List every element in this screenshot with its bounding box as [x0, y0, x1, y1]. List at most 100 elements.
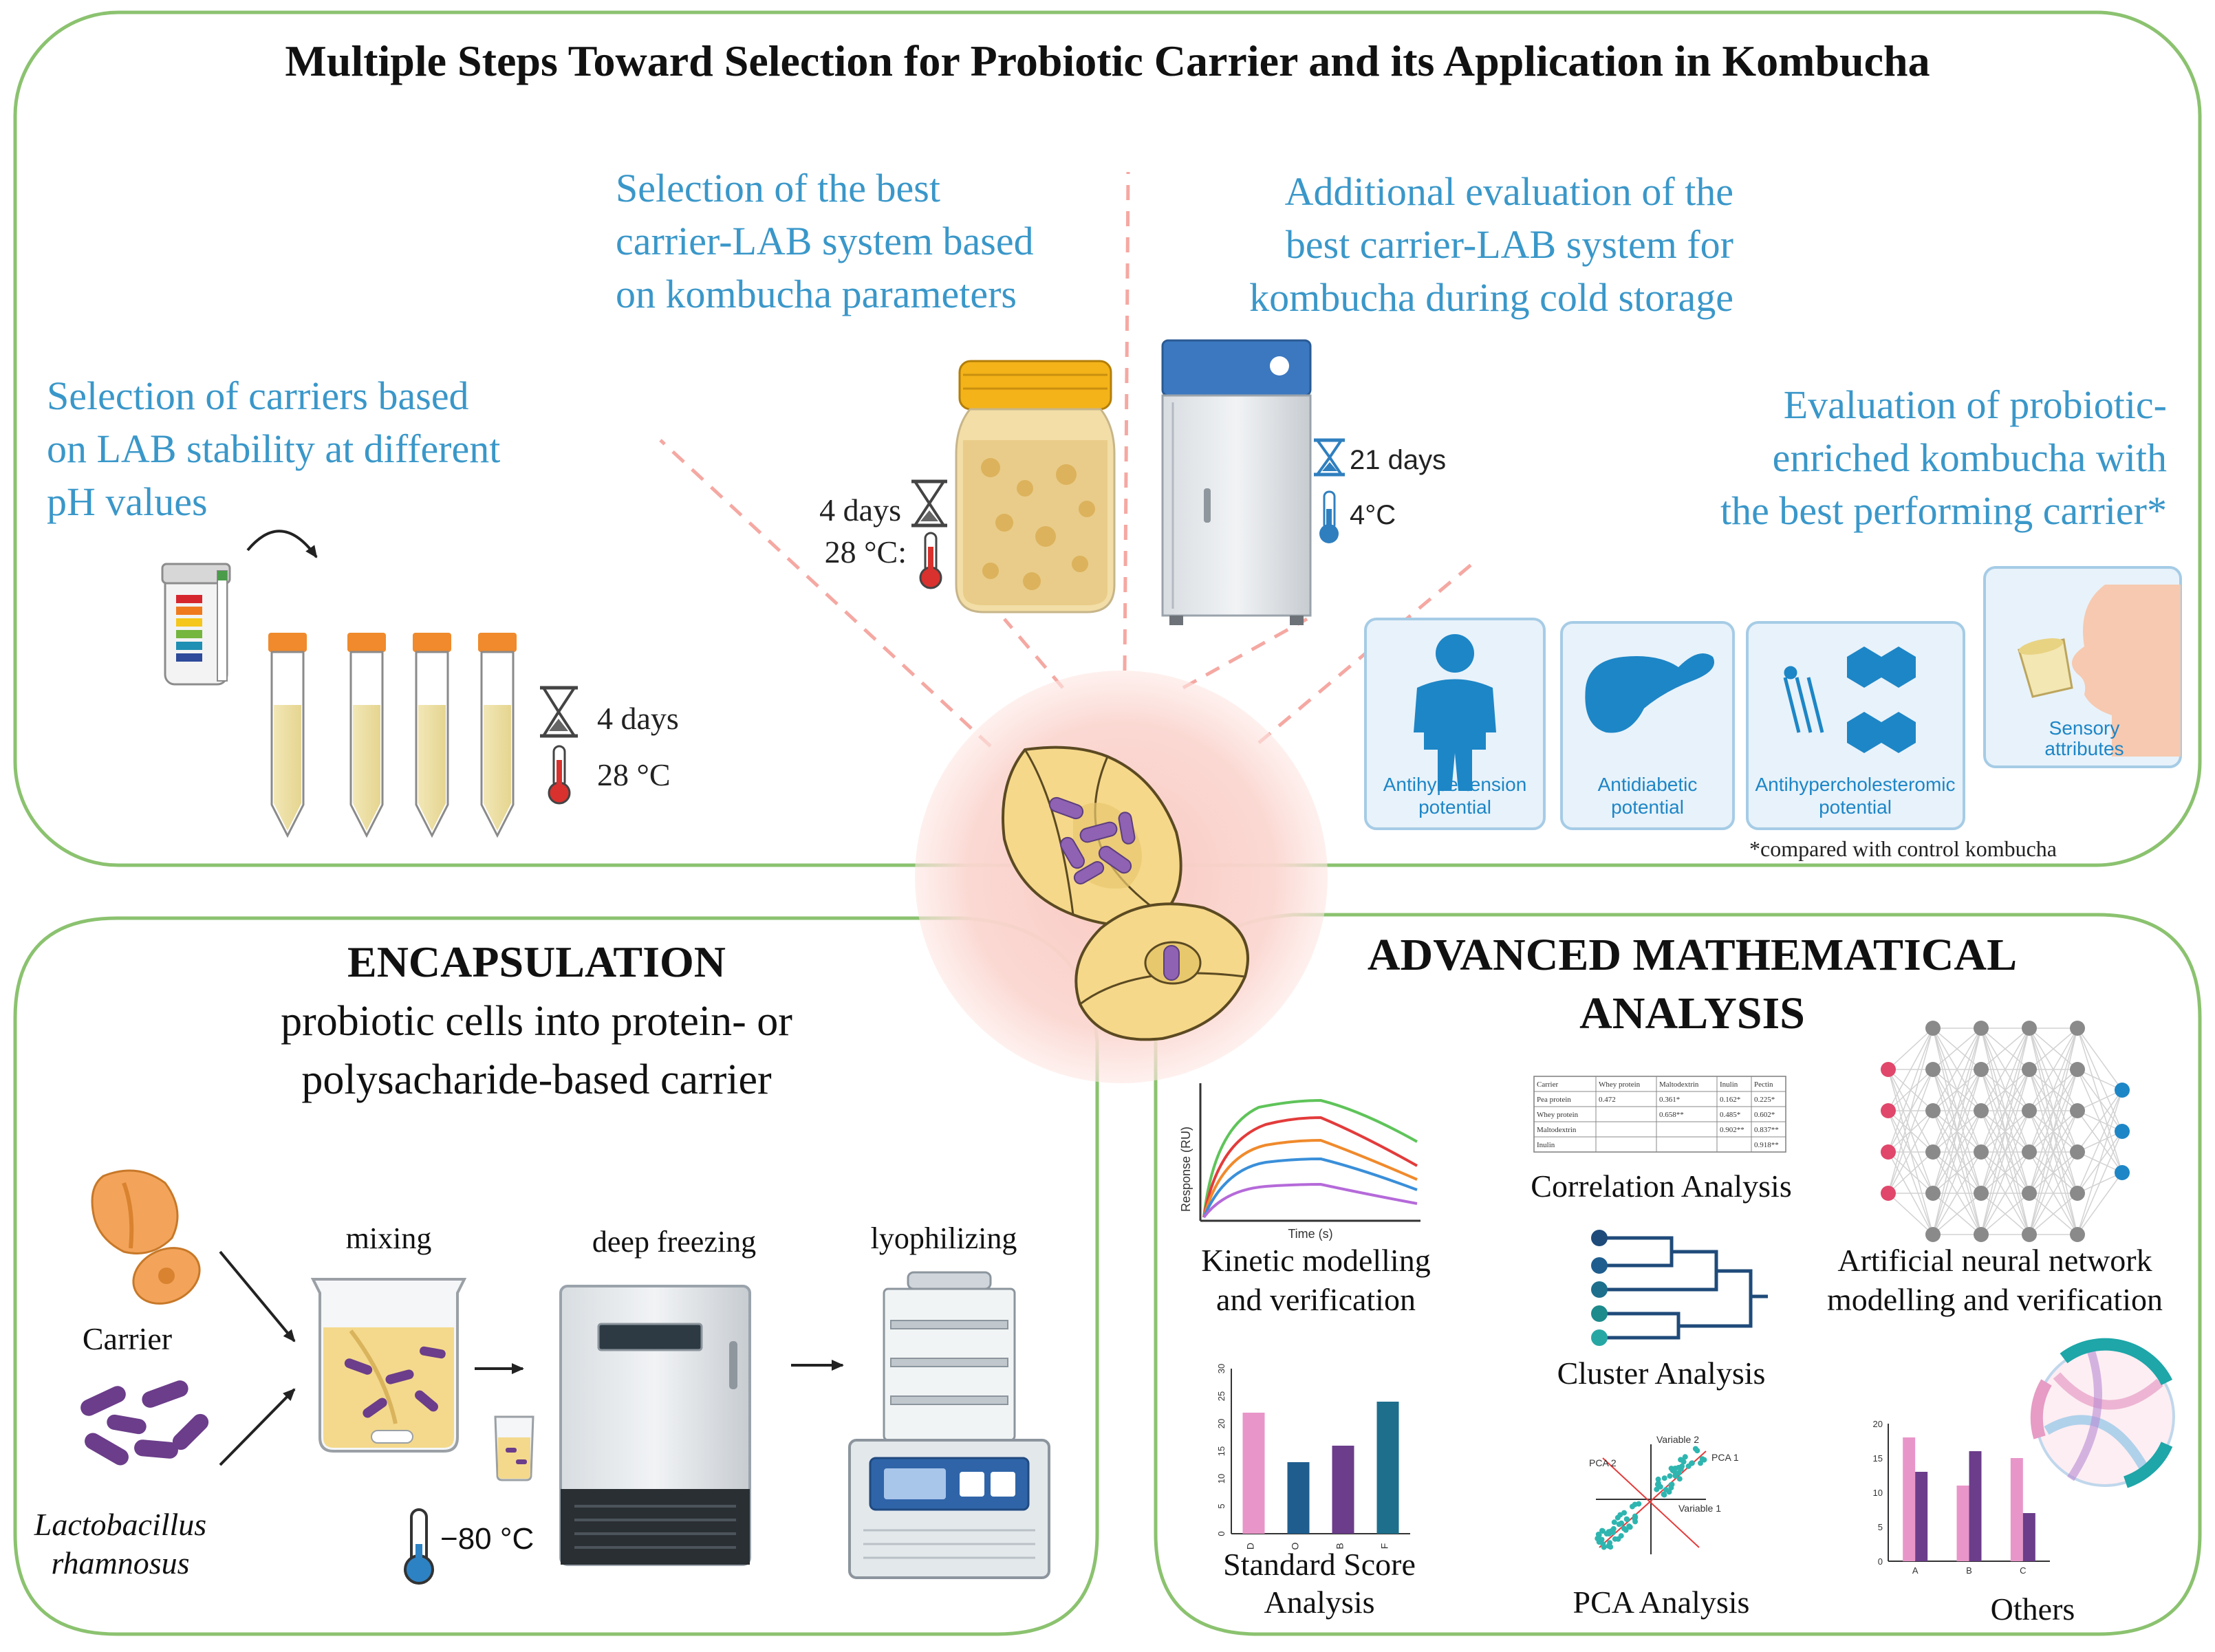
lyophilizing-label: lyophilizing: [871, 1221, 1017, 1255]
table-cell: Inulin: [1537, 1141, 1555, 1149]
table-cell-frame: [1751, 1136, 1786, 1153]
pca-point: [1621, 1525, 1627, 1532]
step1-days: 4 days: [597, 701, 679, 736]
ann-edge: [1980, 1028, 2030, 1070]
tube-2: [347, 633, 386, 838]
card2-line2: potential: [1611, 796, 1684, 818]
freezing-temperature: −80 °C: [440, 1522, 534, 1556]
ann-edge: [2077, 1131, 2123, 1235]
pca-pc2: PCA 2: [1589, 1457, 1617, 1468]
table-header-cell: Pectin: [1754, 1080, 1773, 1089]
pca-point: [1624, 1517, 1630, 1523]
ann-node: [2070, 1021, 2085, 1036]
cup-icon: [2018, 638, 2073, 698]
step1-line1: Selection of carriers based: [47, 373, 469, 418]
bacteria-label-2: rhamnosus: [51, 1545, 189, 1580]
step2-line1: Selection of the best: [616, 166, 940, 210]
pca-point: [1688, 1460, 1694, 1466]
step2-line3: on kombucha parameters: [616, 272, 1017, 316]
ann-edge: [1932, 1151, 1982, 1235]
card-antihypercholesteromic: Antihypercholesteromic potential: [1746, 621, 1965, 830]
y-tick-label: 15: [1873, 1453, 1883, 1464]
carrier-icon: [91, 1169, 201, 1305]
ann-node: [2022, 1021, 2037, 1036]
step4-line2: enriched kombucha with: [1773, 435, 2167, 480]
thermometer-icon: [919, 532, 942, 589]
freezing-label: deep freezing: [592, 1225, 756, 1259]
kinetic-curve-blue: [1202, 1157, 1418, 1218]
pca-point: [1606, 1543, 1612, 1549]
step1-line3: pH values: [47, 479, 208, 524]
ann-node: [1881, 1062, 1896, 1077]
pca-point: [1668, 1482, 1674, 1488]
ann-edge: [1980, 1110, 2030, 1235]
analysis-heading-1: ADVANCED MATHEMATICAL: [1368, 930, 2017, 980]
kinetic-label-2: and verification: [1216, 1282, 1416, 1317]
pca-point: [1679, 1463, 1685, 1469]
lyophilizer-icon: [848, 1271, 1050, 1579]
ann-node: [2070, 1227, 2085, 1242]
table-cell: Pea protein: [1537, 1096, 1571, 1104]
ann-edge: [2029, 1110, 2078, 1235]
body-icon: [1414, 634, 1496, 791]
x-tick-label: O: [1290, 1542, 1301, 1550]
centrifuge-tubes: [268, 633, 517, 838]
ann-node: [1974, 1144, 1989, 1160]
ann-edge: [1980, 1193, 2030, 1235]
card4-line1: Sensory: [2049, 717, 2120, 739]
ann-node: [2022, 1103, 2037, 1118]
bar: [1376, 1402, 1399, 1534]
ann-edge: [1888, 1028, 1934, 1194]
encapsulation-section: ENCAPSULATION probiotic cells into prote…: [34, 937, 1050, 1585]
bar: [1287, 1462, 1310, 1534]
ann-node: [1925, 1021, 1941, 1036]
pca-point: [1616, 1521, 1622, 1528]
ann-edge: [2077, 1089, 2123, 1194]
bar: [1332, 1446, 1354, 1534]
hourglass-icon: [540, 686, 578, 738]
ann-node: [1974, 1103, 1989, 1118]
table-header-cell: Maltodextrin: [1659, 1080, 1699, 1089]
ann-edge: [1980, 1151, 2030, 1235]
table-cell: 0.902**: [1720, 1126, 1744, 1134]
step3-temp: 4°C: [1350, 500, 1396, 530]
kinetic-y-label: Response (RU): [1179, 1127, 1193, 1212]
pca-point: [1632, 1513, 1638, 1519]
pca-point: [1699, 1456, 1705, 1462]
pca-label: PCA Analysis: [1573, 1585, 1750, 1620]
step3-line3: kombucha during cold storage: [1249, 275, 1733, 320]
y-tick-label: 5: [1216, 1503, 1227, 1508]
tube-1: [268, 633, 307, 838]
bar: [1242, 1413, 1265, 1534]
ann-edge: [1932, 1110, 1982, 1235]
ann-edge: [1980, 1028, 2030, 1111]
ann-edge: [2029, 1193, 2078, 1235]
x-tick-label: F: [1379, 1543, 1390, 1550]
hourglass-icon: [911, 479, 947, 528]
table-cell: 0.472: [1599, 1096, 1616, 1104]
ann-node: [2070, 1186, 2085, 1201]
ann-node: [1881, 1144, 1896, 1160]
card1-line2: potential: [1418, 796, 1491, 818]
ann-node: [2022, 1186, 2037, 1201]
ann-edge: [1932, 1028, 1982, 1194]
pca-point: [1630, 1503, 1635, 1510]
x-tick-label: B: [1335, 1543, 1346, 1549]
carrier-label: Carrier: [83, 1321, 172, 1356]
y-tick-label: 20: [1216, 1419, 1227, 1428]
step1-section: Selection of carriers based on LAB stabi…: [47, 373, 679, 838]
encapsulation-heading: ENCAPSULATION: [347, 937, 726, 986]
card2-line1: Antidiabetic: [1598, 774, 1698, 795]
ann-edge: [2029, 1028, 2078, 1153]
pca-point: [1661, 1492, 1667, 1498]
ann-edge: [2077, 1028, 2123, 1091]
ann-label-2: modelling and verification: [1827, 1282, 2163, 1317]
ann-node: [2115, 1083, 2130, 1098]
ann-edge: [2029, 1028, 2078, 1235]
pca-point: [1596, 1532, 1602, 1538]
pca-point: [1676, 1476, 1683, 1482]
hourglass-icon: [1314, 438, 1345, 477]
kinetic-curve-green: [1202, 1098, 1418, 1218]
step4-line3: the best performing carrier*: [1720, 488, 2167, 533]
ann-node: [1881, 1103, 1896, 1118]
